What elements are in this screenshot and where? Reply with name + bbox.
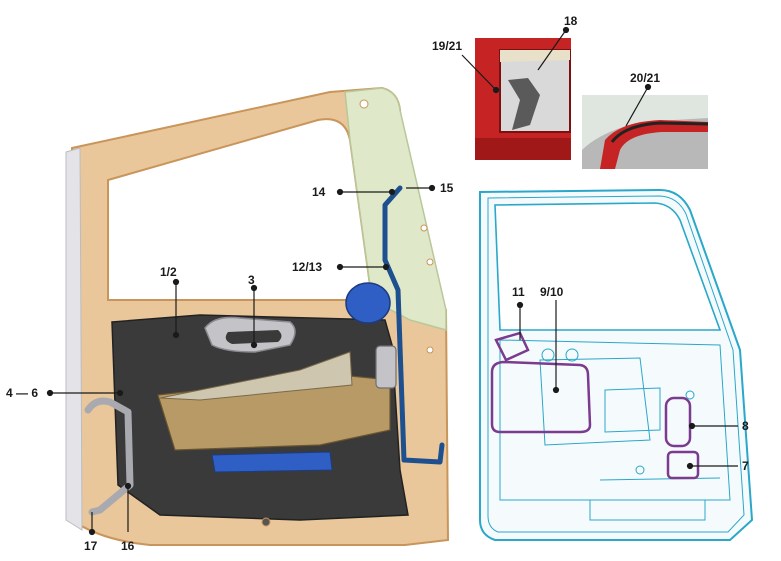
label-14: 14 (312, 185, 326, 199)
outline-inner-frame (487, 195, 745, 533)
label-17: 17 (84, 539, 98, 553)
photo-cab-roof (582, 95, 709, 169)
label-18: 18 (564, 14, 578, 28)
trim-upper-insert (159, 351, 353, 401)
callout-lines (46, 26, 738, 536)
label-16: 16 (121, 539, 135, 553)
label-20-21: 20/21 (630, 71, 660, 85)
outline-window (494, 202, 722, 331)
door-outline-diagram (479, 188, 754, 541)
label-19-21: 19/21 (432, 39, 462, 53)
label-7: 7 (742, 459, 749, 473)
speaker-cup (345, 282, 391, 324)
label-9-10: 9/10 (540, 285, 564, 299)
label-11: 11 (512, 285, 525, 299)
gasket-9-10 (490, 360, 592, 434)
lock-rod (382, 185, 445, 465)
door-assembly-3d (65, 86, 450, 546)
label-12-13: 12/13 (292, 260, 322, 274)
label-15: 15 (440, 181, 454, 195)
hinge-strip (65, 147, 83, 531)
pillar-strip (344, 87, 447, 331)
label-4-6: 4 — 6 (6, 386, 38, 400)
photo-cab-interior (475, 38, 571, 160)
lock-bracket (375, 345, 397, 389)
grab-handle (84, 397, 134, 516)
label-8: 8 (742, 419, 749, 433)
gasket-11 (494, 331, 530, 362)
gasket-7 (666, 450, 700, 480)
label-1-2: 1/2 (160, 265, 177, 279)
door-pocket (211, 451, 333, 473)
frame-holes (261, 99, 434, 527)
callout-labels: 1/2 3 4 — 6 7 8 9/10 11 12/13 14 15 16 1… (6, 14, 749, 553)
gasket-8 (664, 396, 692, 448)
outline-panel-lines (499, 339, 731, 521)
label-3: 3 (248, 273, 255, 287)
